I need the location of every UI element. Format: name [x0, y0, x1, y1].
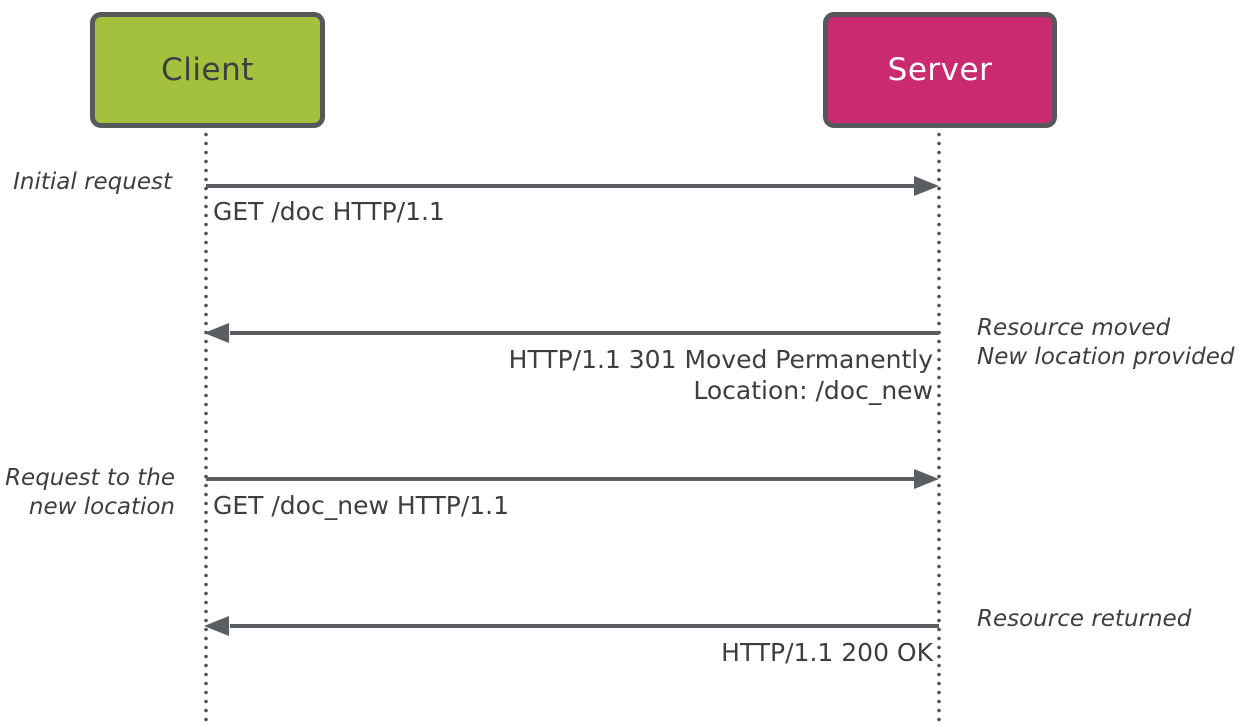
message-get-doc: GET /doc HTTP/1.1	[213, 197, 445, 226]
message-get-doc-new: GET /doc_new HTTP/1.1	[213, 491, 509, 520]
actor-box-server: Server	[823, 12, 1057, 128]
lifeline-server	[937, 130, 941, 726]
annotation-request-new-location: Request to the new location	[5, 465, 175, 520]
arrowhead-right-icon	[914, 469, 939, 489]
actor-label-client: Client	[161, 52, 254, 88]
arrowhead-left-icon	[204, 323, 229, 343]
annotation-resource-moved: Resource moved New location provided	[977, 315, 1235, 370]
annotation-resource-returned: Resource returned	[977, 606, 1192, 632]
actor-box-client: Client	[90, 12, 325, 128]
message-301-moved: HTTP/1.1 301 Moved Permanently Location:…	[508, 345, 933, 405]
actor-label-server: Server	[887, 52, 993, 88]
message-200-ok: HTTP/1.1 200 OK	[721, 638, 933, 667]
lifeline-client	[204, 130, 208, 726]
annotation-initial-request: Initial request	[13, 169, 172, 195]
arrowhead-left-icon	[204, 616, 229, 636]
arrowhead-right-icon	[914, 176, 939, 196]
